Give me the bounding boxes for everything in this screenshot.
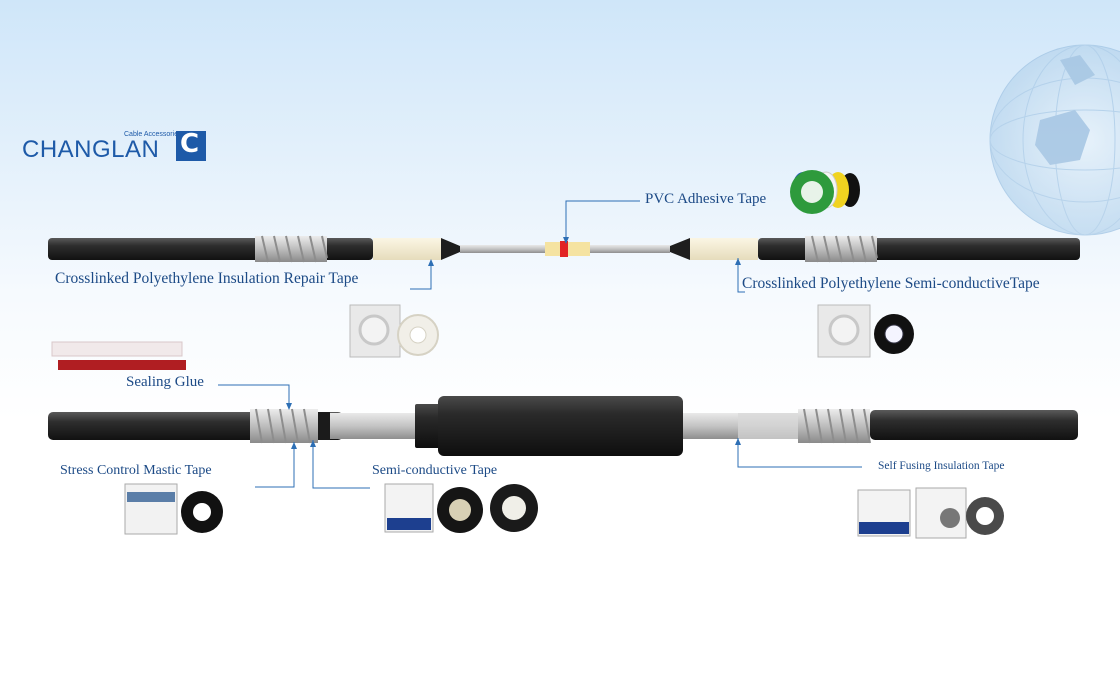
top-left-wrap-tape — [255, 235, 328, 263]
semi-conductive-product-icon — [384, 483, 538, 533]
sealing-glue-product-icon — [51, 341, 186, 370]
top-right-wrap-tape — [805, 235, 878, 263]
brand-logo-mark: C — [176, 129, 206, 161]
brand-tagline: Cable Accessories — [124, 131, 182, 138]
pvc-adhesive-tape-label: PVC Adhesive Tape — [645, 191, 767, 207]
semi-conductive-tape-label: Semi-conductive Tape — [372, 463, 498, 478]
globe-icon — [989, 44, 1120, 236]
sealing-glue-label: Sealing Glue — [126, 374, 204, 390]
brand-mark-letter: C — [180, 129, 200, 159]
xlpe-semi-conductive-tape-label: Crosslinked Polyethylene Semi-conductive… — [742, 275, 1040, 292]
bottom-right-wrap-tape — [798, 408, 871, 444]
self-fusing-insulation-tape-label: Self Fusing Insulation Tape — [878, 460, 1005, 472]
xlpe-repair-tape-product-icon — [349, 304, 439, 358]
top-cable — [48, 235, 1080, 263]
bottom-leader-lines — [218, 384, 862, 489]
pvc-tape-rolls-icon — [790, 170, 860, 214]
xlpe-insulation-repair-tape-label: Crosslinked Polyethylene Insulation Repa… — [55, 270, 359, 287]
top-leader-lines — [410, 200, 745, 293]
stress-control-mastic-tape-label: Stress Control Mastic Tape — [60, 463, 212, 478]
xlpe-semi-tape-product-icon — [817, 304, 914, 358]
bottom-left-wrap-tape — [250, 408, 318, 444]
stress-control-product-icon — [124, 483, 223, 535]
bottom-cable — [48, 396, 1078, 456]
self-fusing-product-icon — [857, 487, 1004, 539]
brand-logo-text: CHANGLAN — [22, 136, 160, 163]
